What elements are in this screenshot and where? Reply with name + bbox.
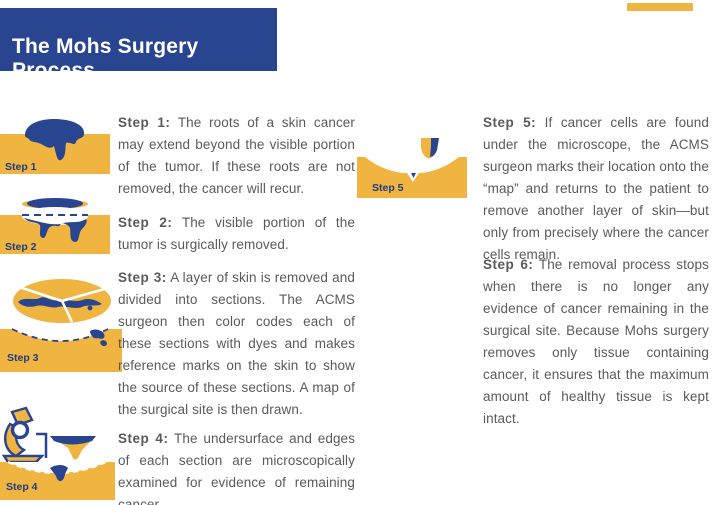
remaining-roots <box>24 218 87 242</box>
step5-icon-label: Step 5 <box>372 182 404 194</box>
step3-icon-label: Step 3 <box>7 352 39 364</box>
cancer-remnant <box>411 173 416 178</box>
microscope-eyepiece <box>10 406 34 427</box>
step4-heading: Step 4: <box>118 431 169 446</box>
step4-text: Step 4: The undersurface and edges of ea… <box>118 428 355 505</box>
section-divider <box>60 300 74 323</box>
top-accent-bar <box>627 3 693 11</box>
step5-heading: Step 5: <box>483 115 537 130</box>
step6-body: The removal process stops when there is … <box>483 257 709 426</box>
step6-heading: Step 6: <box>483 257 534 272</box>
cancer-remnant <box>50 465 68 482</box>
remove-another-layer-icon: Step 5 <box>357 138 467 198</box>
step2-text: Step 2: The visible portion of the tumor… <box>118 212 355 256</box>
page-header: The Mohs Surgery Process <box>0 8 277 82</box>
section-wedge-tumor-edge <box>50 436 96 445</box>
step5-body: If cancer cells are found under the micr… <box>483 115 709 262</box>
step3-heading: Step 3: <box>118 270 167 285</box>
section-divider <box>15 284 63 303</box>
step3-text: Step 3: A layer of skin is removed and d… <box>118 267 355 421</box>
step6-text: Step 6: The removal process stops when t… <box>483 254 709 430</box>
tumor-with-roots <box>25 119 85 161</box>
step4-icon-label: Step 4 <box>6 481 38 493</box>
step4-body: The undersurface and edges of each secti… <box>118 431 356 505</box>
excision-cavity <box>22 207 88 225</box>
step2-heading: Step 2: <box>118 215 173 230</box>
skin-with-tumor-roots-icon: Step 1 <box>0 119 110 174</box>
section-divider <box>61 286 109 303</box>
microscope-examination-icon: Step 4 <box>0 406 115 500</box>
microscope-base <box>1 454 45 464</box>
removed-piece-tumor-edge <box>430 138 439 157</box>
step5-text: Step 5: If cancer cells are found under … <box>483 112 709 266</box>
microscope-knob <box>10 420 30 440</box>
visible-tumor-removed-icon: Step 2 <box>0 198 110 254</box>
wound-cavity <box>365 157 459 173</box>
step2-body: The visible portion of the tumor is surg… <box>118 215 355 252</box>
tumor-spot <box>87 305 93 311</box>
notch-cut <box>407 173 419 182</box>
step1-icon-label: Step 1 <box>5 161 37 173</box>
pointer-bracket <box>36 432 48 458</box>
step1-heading: Step 1: <box>118 115 171 130</box>
excised-tumor-lens <box>27 198 83 209</box>
step1-text: Step 1: The roots of a skin cancer may e… <box>118 112 355 200</box>
step1-body: The roots of a skin cancer may extend be… <box>118 115 355 196</box>
tumor-in-sections <box>18 297 102 308</box>
skin-layer-sectioned-icon: Step 3 <box>0 279 122 372</box>
step3-body: A layer of skin is removed and divided i… <box>118 270 355 417</box>
cancer-remnant <box>90 329 107 347</box>
page-title: The Mohs Surgery Process <box>12 35 199 82</box>
step2-icon-label: Step 2 <box>5 241 37 253</box>
